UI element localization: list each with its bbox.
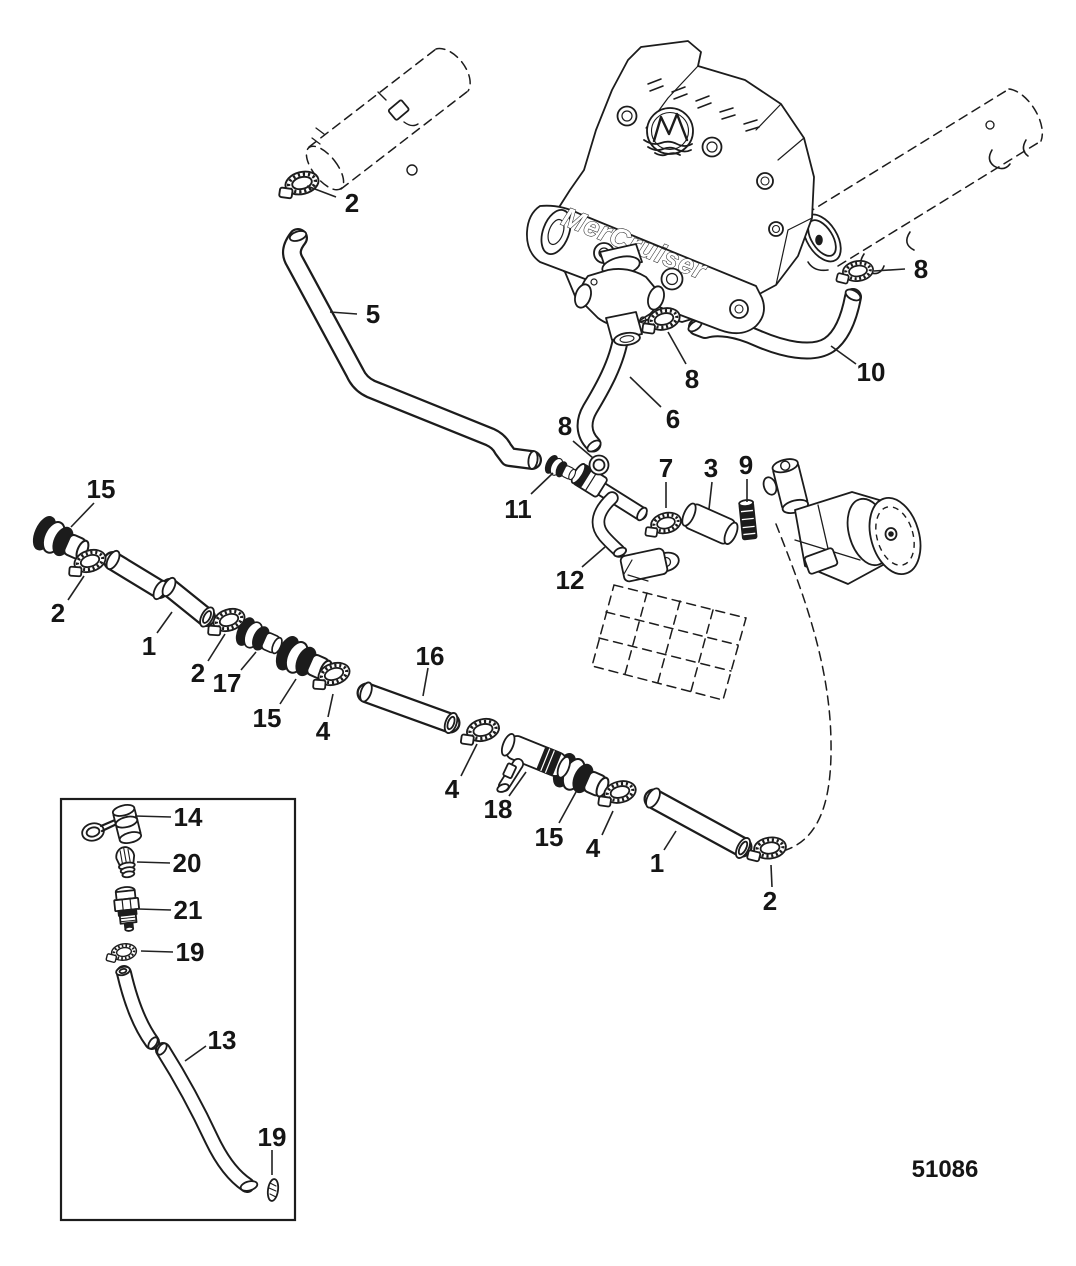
ghost-exhaust-pipe: [802, 88, 1044, 275]
hose-1-rear: [643, 787, 753, 859]
leader-line-2-13: [67, 575, 85, 601]
fitting-21: [113, 886, 140, 932]
clamp-19-b: [266, 1178, 280, 1202]
callout-label-17-16: 17: [213, 668, 242, 698]
callout-label-2-0: 2: [345, 188, 359, 218]
leader-line-19-29: [140, 950, 174, 953]
mercury-logo-icon: [643, 107, 694, 157]
drawing-number: 51086: [912, 1156, 979, 1183]
hose-5: [281, 228, 542, 470]
ring-8: [588, 454, 610, 476]
leader-line-1-14: [156, 611, 173, 634]
callout-label-3-10: 3: [704, 453, 718, 483]
hose-1-front: [103, 549, 216, 628]
engine-assembly: MerCruiser: [526, 40, 815, 347]
callout-label-15-12: 15: [87, 474, 116, 504]
leader-line-15-17: [279, 678, 297, 705]
callout-label-10-3: 10: [857, 357, 886, 387]
callout-label-19-29: 19: [176, 937, 205, 967]
fitting-9: [738, 499, 758, 541]
callout-label-2-15: 2: [191, 658, 205, 688]
callout-label-4-18: 4: [316, 716, 331, 746]
inset-box: [59, 797, 297, 1222]
leader-line-10-3: [830, 345, 857, 365]
callout-label-2-25: 2: [763, 886, 777, 916]
callout-label-18-21: 18: [484, 794, 513, 824]
leader-line-11-7: [530, 472, 554, 495]
sleeve-3: [681, 502, 739, 545]
leader-line-15-12: [70, 502, 95, 528]
hose-6: [576, 327, 630, 453]
callout-label-19-31: 19: [258, 1122, 287, 1152]
leader-line-14-26: [134, 815, 172, 818]
callout-label-6-5: 6: [666, 404, 680, 434]
leader-line-5-1: [329, 311, 358, 315]
leader-line-4-20: [460, 743, 478, 777]
leader-line-4-18: [327, 693, 334, 718]
leader-line-1-24: [663, 830, 677, 851]
callout-label-14-26: 14: [174, 802, 203, 832]
leader-line-2-0: [306, 185, 337, 198]
leader-line-20-27: [136, 861, 171, 864]
leader-line-3-10: [708, 481, 713, 510]
leader-line-2-15: [207, 633, 226, 662]
callout-label-15-22: 15: [535, 822, 564, 852]
leader-line-6-5: [629, 376, 662, 408]
drain-plug-14: [81, 803, 143, 845]
callout-label-5-1: 5: [366, 299, 380, 329]
ghost-cooler-cylinder: [305, 47, 471, 191]
pump-reservoir: [771, 458, 809, 514]
leader-line-18-21: [508, 771, 527, 797]
clamp-4-b: [454, 714, 504, 750]
seawater-pump: [762, 458, 922, 851]
leader-line-8-2: [873, 268, 906, 272]
pump-pulley: [868, 497, 922, 575]
leader-line-17-16: [240, 651, 257, 671]
clamp-8-a: [832, 257, 877, 287]
plug-20: [115, 846, 136, 879]
callout-label-15-17: 15: [253, 703, 282, 733]
callout-label-1-14: 1: [142, 631, 156, 661]
callout-label-13-30: 13: [208, 1025, 237, 1055]
callout-label-12-8: 12: [556, 565, 585, 595]
callout-label-1-24: 1: [650, 848, 664, 878]
tee-fitting-18: [496, 733, 571, 793]
clamp-2-a: [272, 166, 323, 203]
leader-line-12-8: [581, 546, 606, 568]
callout-label-8-2: 8: [914, 254, 928, 284]
callout-label-8-4: 8: [685, 364, 699, 394]
ghost-cooler-fitting: [311, 91, 419, 176]
callout-label-20-27: 20: [173, 848, 202, 878]
callout-label-8-6: 8: [558, 411, 572, 441]
thermostat-housing: [574, 243, 665, 347]
leader-line-13-30: [184, 1045, 207, 1062]
leader-line-8-6: [572, 440, 594, 459]
ghost-fuel-module: [591, 547, 747, 701]
leader-line-15-22: [558, 791, 577, 824]
leader-line-2-25: [770, 864, 773, 888]
hose-16: [356, 681, 461, 734]
callout-label-11-7: 11: [504, 494, 532, 524]
callout-label-16-19: 16: [416, 641, 445, 671]
callout-label-2-13: 2: [51, 598, 65, 628]
leader-line-4-23: [601, 810, 614, 836]
callout-label-9-11: 9: [739, 450, 753, 480]
callout-label-7-9: 7: [659, 453, 673, 483]
hose-13: [115, 965, 259, 1193]
leader-line-16-19: [422, 667, 429, 697]
callout-label-4-23: 4: [586, 833, 601, 863]
leader-line-21-28: [137, 908, 172, 911]
callout-label-21-28: 21: [174, 895, 203, 925]
clamp-7: [639, 508, 685, 542]
callout-label-4-20: 4: [445, 774, 460, 804]
hose-12-y-pipe: [570, 463, 648, 558]
pipe-end-cap: [802, 213, 842, 272]
leader-line-8-4: [667, 331, 687, 365]
